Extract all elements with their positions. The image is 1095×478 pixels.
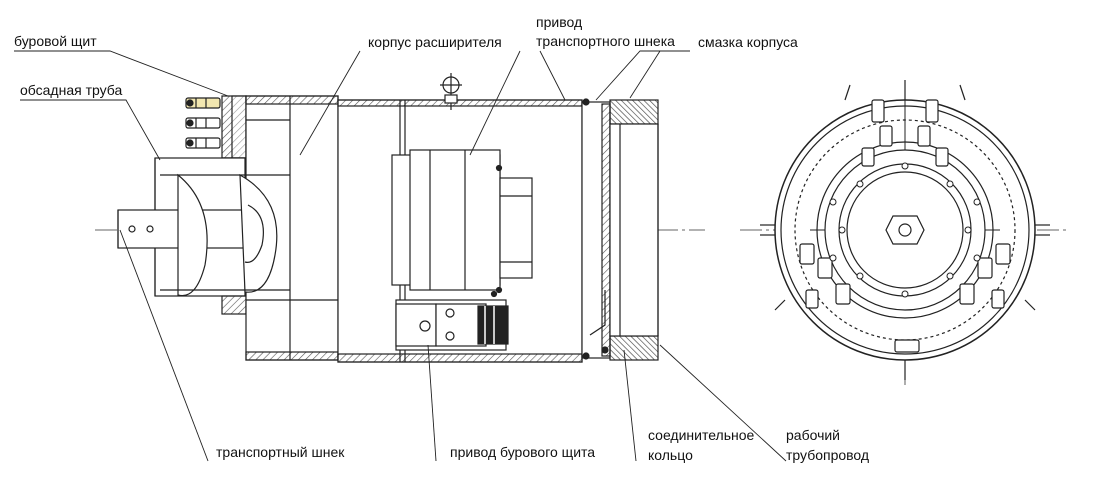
connecting-ring <box>581 98 659 361</box>
drill-shield <box>221 95 247 159</box>
label-drill-shield: буровой щит <box>14 33 97 49</box>
transport-auger <box>117 173 290 297</box>
label-auger-drive-line1: привод <box>536 14 583 30</box>
label-working-pipeline-line2: трубопровод <box>786 447 870 463</box>
label-casing-tube: обсадная труба <box>20 82 123 98</box>
label-working-pipeline-line1: рабочий <box>786 427 841 443</box>
label-shield-drive: привод бурового щита <box>450 444 596 460</box>
label-transport-auger: транспортный шнек <box>216 444 345 460</box>
leader-lines <box>14 50 787 462</box>
front-spokes <box>810 100 1000 231</box>
front-pins <box>760 80 1050 380</box>
auger-drive <box>391 149 533 294</box>
label-connecting-ring-line1: соединительное <box>648 427 755 443</box>
side-view <box>14 50 787 462</box>
label-auger-drive-line2: транспортного шнека <box>536 33 675 49</box>
label-housing-lubrication: смазка корпуса <box>698 34 798 50</box>
front-cutters <box>799 99 1011 353</box>
lifting-eye <box>440 73 462 110</box>
bolt-circle <box>829 162 981 298</box>
label-expander-housing: корпус расширителя <box>368 34 502 50</box>
shield-drive <box>395 290 509 351</box>
hex-shaft <box>885 215 925 245</box>
shield-cutters <box>185 97 221 149</box>
front-view <box>740 80 1070 385</box>
label-connecting-ring-line2: кольцо <box>648 447 693 463</box>
